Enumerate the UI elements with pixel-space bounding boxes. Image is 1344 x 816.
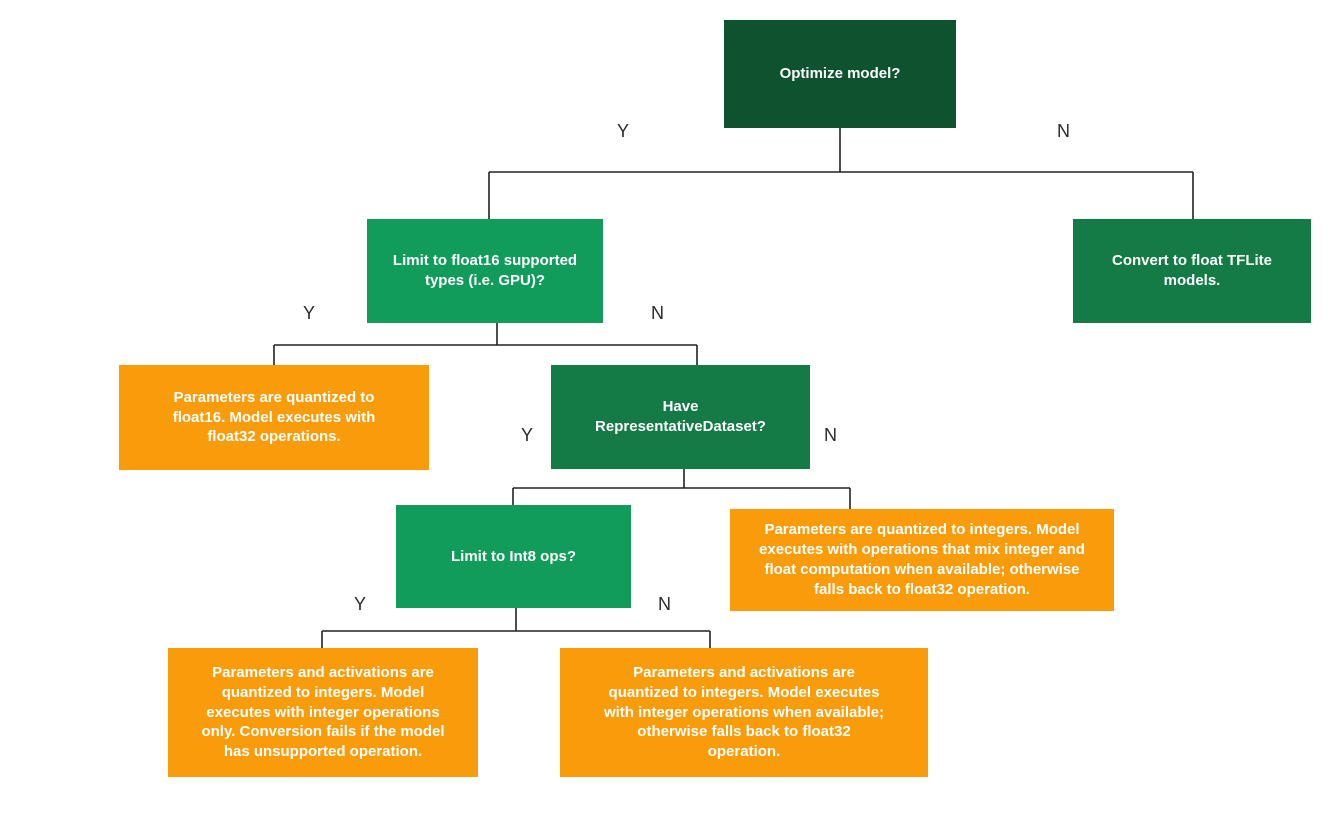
node-parameters-integer-only[interactable]: Parameters and activations are quantized… bbox=[168, 648, 478, 777]
node-limit-to-float16[interactable]: Limit to float16 supported types (i.e. G… bbox=[367, 219, 603, 323]
edge-label-int8ops-no: N bbox=[658, 594, 671, 614]
edge-label-optimize-yes: Y bbox=[617, 121, 630, 141]
node-convert-to-float-tflite[interactable]: Convert to float TFLite models. bbox=[1073, 219, 1311, 323]
connector-repdataset-split bbox=[512, 469, 851, 509]
edge-label-float16-no: N bbox=[651, 303, 664, 323]
node-limit-to-int8-ops[interactable]: Limit to Int8 ops? bbox=[396, 505, 631, 608]
node-optimize-model[interactable]: Optimize model? bbox=[724, 20, 956, 128]
connector-float16-split bbox=[273, 323, 698, 365]
connector-int8ops-split bbox=[321, 608, 711, 648]
edge-label-repdataset-yes: Y bbox=[521, 425, 534, 445]
edge-label-optimize-no: N bbox=[1057, 121, 1070, 141]
node-have-representative-dataset[interactable]: Have RepresentativeDataset? bbox=[551, 365, 810, 469]
connector-optimize-split bbox=[488, 128, 1194, 219]
node-parameters-float16[interactable]: Parameters are quantized to float16. Mod… bbox=[119, 365, 429, 470]
edge-label-int8ops-yes: Y bbox=[354, 594, 367, 614]
node-parameters-integer-fallback[interactable]: Parameters and activations are quantized… bbox=[560, 648, 928, 777]
edge-label-float16-yes: Y bbox=[303, 303, 316, 323]
node-parameters-integer-mixed[interactable]: Parameters are quantized to integers. Mo… bbox=[730, 509, 1114, 611]
edge-label-repdataset-no: N bbox=[824, 425, 837, 445]
